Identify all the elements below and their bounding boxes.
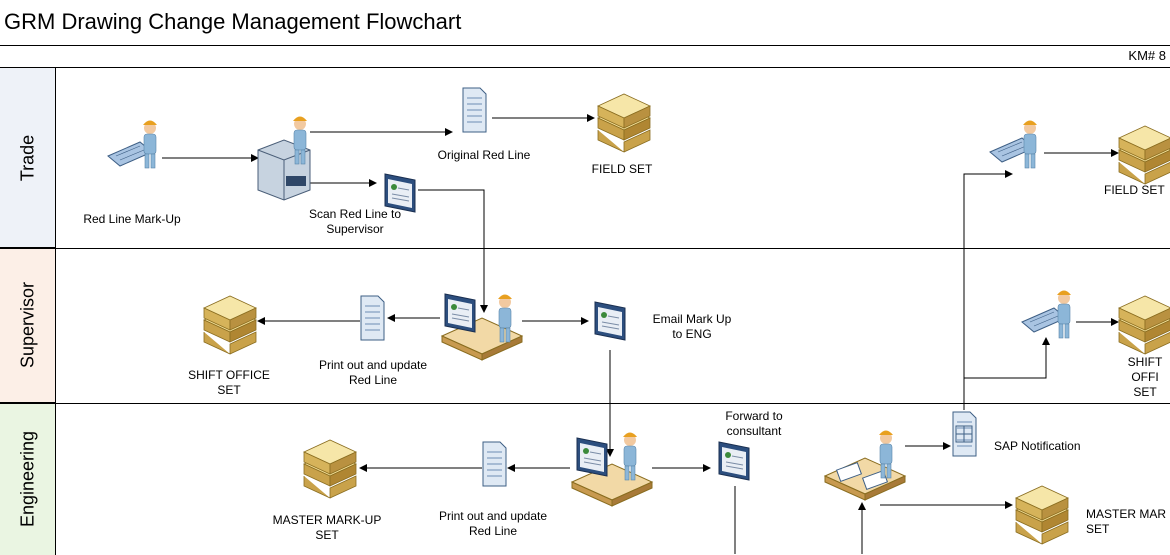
original-red-line-doc-icon — [462, 87, 487, 133]
engineer-desk-right-icon — [824, 430, 906, 501]
print-update-sup-doc-icon — [360, 295, 385, 341]
label-shift-office-set: SHIFT OFFICE SET — [188, 368, 270, 397]
document-number: KM# 8 — [1128, 48, 1166, 63]
sap-notification-doc-icon — [952, 411, 977, 457]
label-master-markup-set: MASTER MARK-UP SET — [272, 513, 382, 542]
label-sap-notification: SAP Notification — [994, 439, 1081, 453]
title-bar: GRM Drawing Change Management Flowchart — [0, 0, 1170, 46]
label-field-set: FIELD SET — [591, 162, 653, 176]
label-scan-red-line: Scan Red Line to Supervisor — [308, 207, 402, 236]
page-title: GRM Drawing Change Management Flowchart — [4, 9, 462, 34]
master-mar-right-books-icon — [1015, 485, 1069, 545]
scanner-icon — [257, 116, 311, 201]
label-red-line-markup: Red Line Mark-Up — [83, 212, 181, 226]
lane-divider-1 — [0, 248, 1170, 249]
shift-office-right-books-icon — [1118, 295, 1170, 355]
header-subbar: KM# 8 — [0, 46, 1170, 68]
master-markup-books-icon — [303, 439, 357, 499]
label-forward-consultant: Forward to consultant — [725, 409, 783, 438]
engineer-workstation-icon — [571, 432, 653, 507]
lane-engineering: Engineering — [0, 403, 56, 555]
field-set-books-icon — [597, 93, 651, 153]
label-print-update-eng: Print out and update Red Line — [438, 509, 548, 538]
worker-markup-icon — [107, 120, 158, 169]
print-update-eng-doc-icon — [482, 441, 507, 487]
label-email-markup: Email Mark Up to ENG — [652, 312, 732, 341]
label-master-mar-right: MASTER MAR SET — [1086, 507, 1167, 536]
lane-supervisor: Supervisor — [0, 248, 56, 403]
lane-trade: Trade — [0, 68, 56, 248]
label-field-set-right: FIELD SET — [1104, 183, 1165, 197]
label-shift-office-right: SHIFT OFFI SET — [1127, 355, 1163, 399]
supervisor-workstation-icon — [441, 293, 523, 361]
label-print-update-sup: Print out and update Red Line — [318, 358, 428, 387]
worker-trade-right-icon — [989, 120, 1038, 169]
label-original-red-line: Original Red Line — [437, 148, 531, 162]
arrow-scan-to-supervisor — [418, 189, 488, 313]
arrow-sap-to-supervisor — [964, 337, 1050, 379]
lane-divider-2 — [0, 403, 1170, 404]
worker-supervisor-right-icon — [1021, 290, 1072, 339]
email-markup-screen-icon — [594, 301, 626, 341]
field-set-right-books-icon — [1118, 125, 1170, 185]
shift-office-books-icon — [203, 295, 257, 355]
forward-consultant-screen-icon — [718, 441, 750, 481]
arrow-sap-to-trade — [963, 170, 1013, 410]
